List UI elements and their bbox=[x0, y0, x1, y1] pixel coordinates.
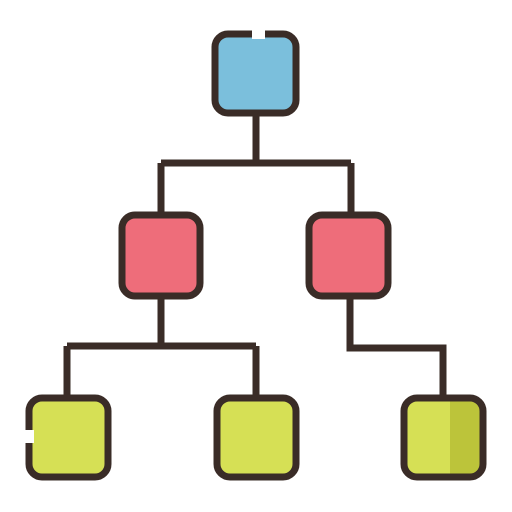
tree-node-middle-right bbox=[305, 211, 392, 300]
outline-gap bbox=[24, 430, 34, 443]
outline-gap bbox=[252, 29, 265, 39]
leaf-shade bbox=[450, 398, 483, 477]
tree-node-root bbox=[211, 29, 300, 117]
connector-root-to-middle bbox=[157, 113, 355, 215]
tree-node-leaf-3 bbox=[400, 394, 487, 481]
tree-node-leaf-1 bbox=[24, 394, 112, 481]
tree-node-leaf-2 bbox=[213, 394, 300, 481]
connector-middle-right-to-leaf bbox=[346, 296, 447, 398]
tree-node-middle-left bbox=[118, 211, 204, 300]
connector-middle-left-to-leaves bbox=[63, 296, 260, 398]
connector-lines bbox=[63, 113, 447, 398]
